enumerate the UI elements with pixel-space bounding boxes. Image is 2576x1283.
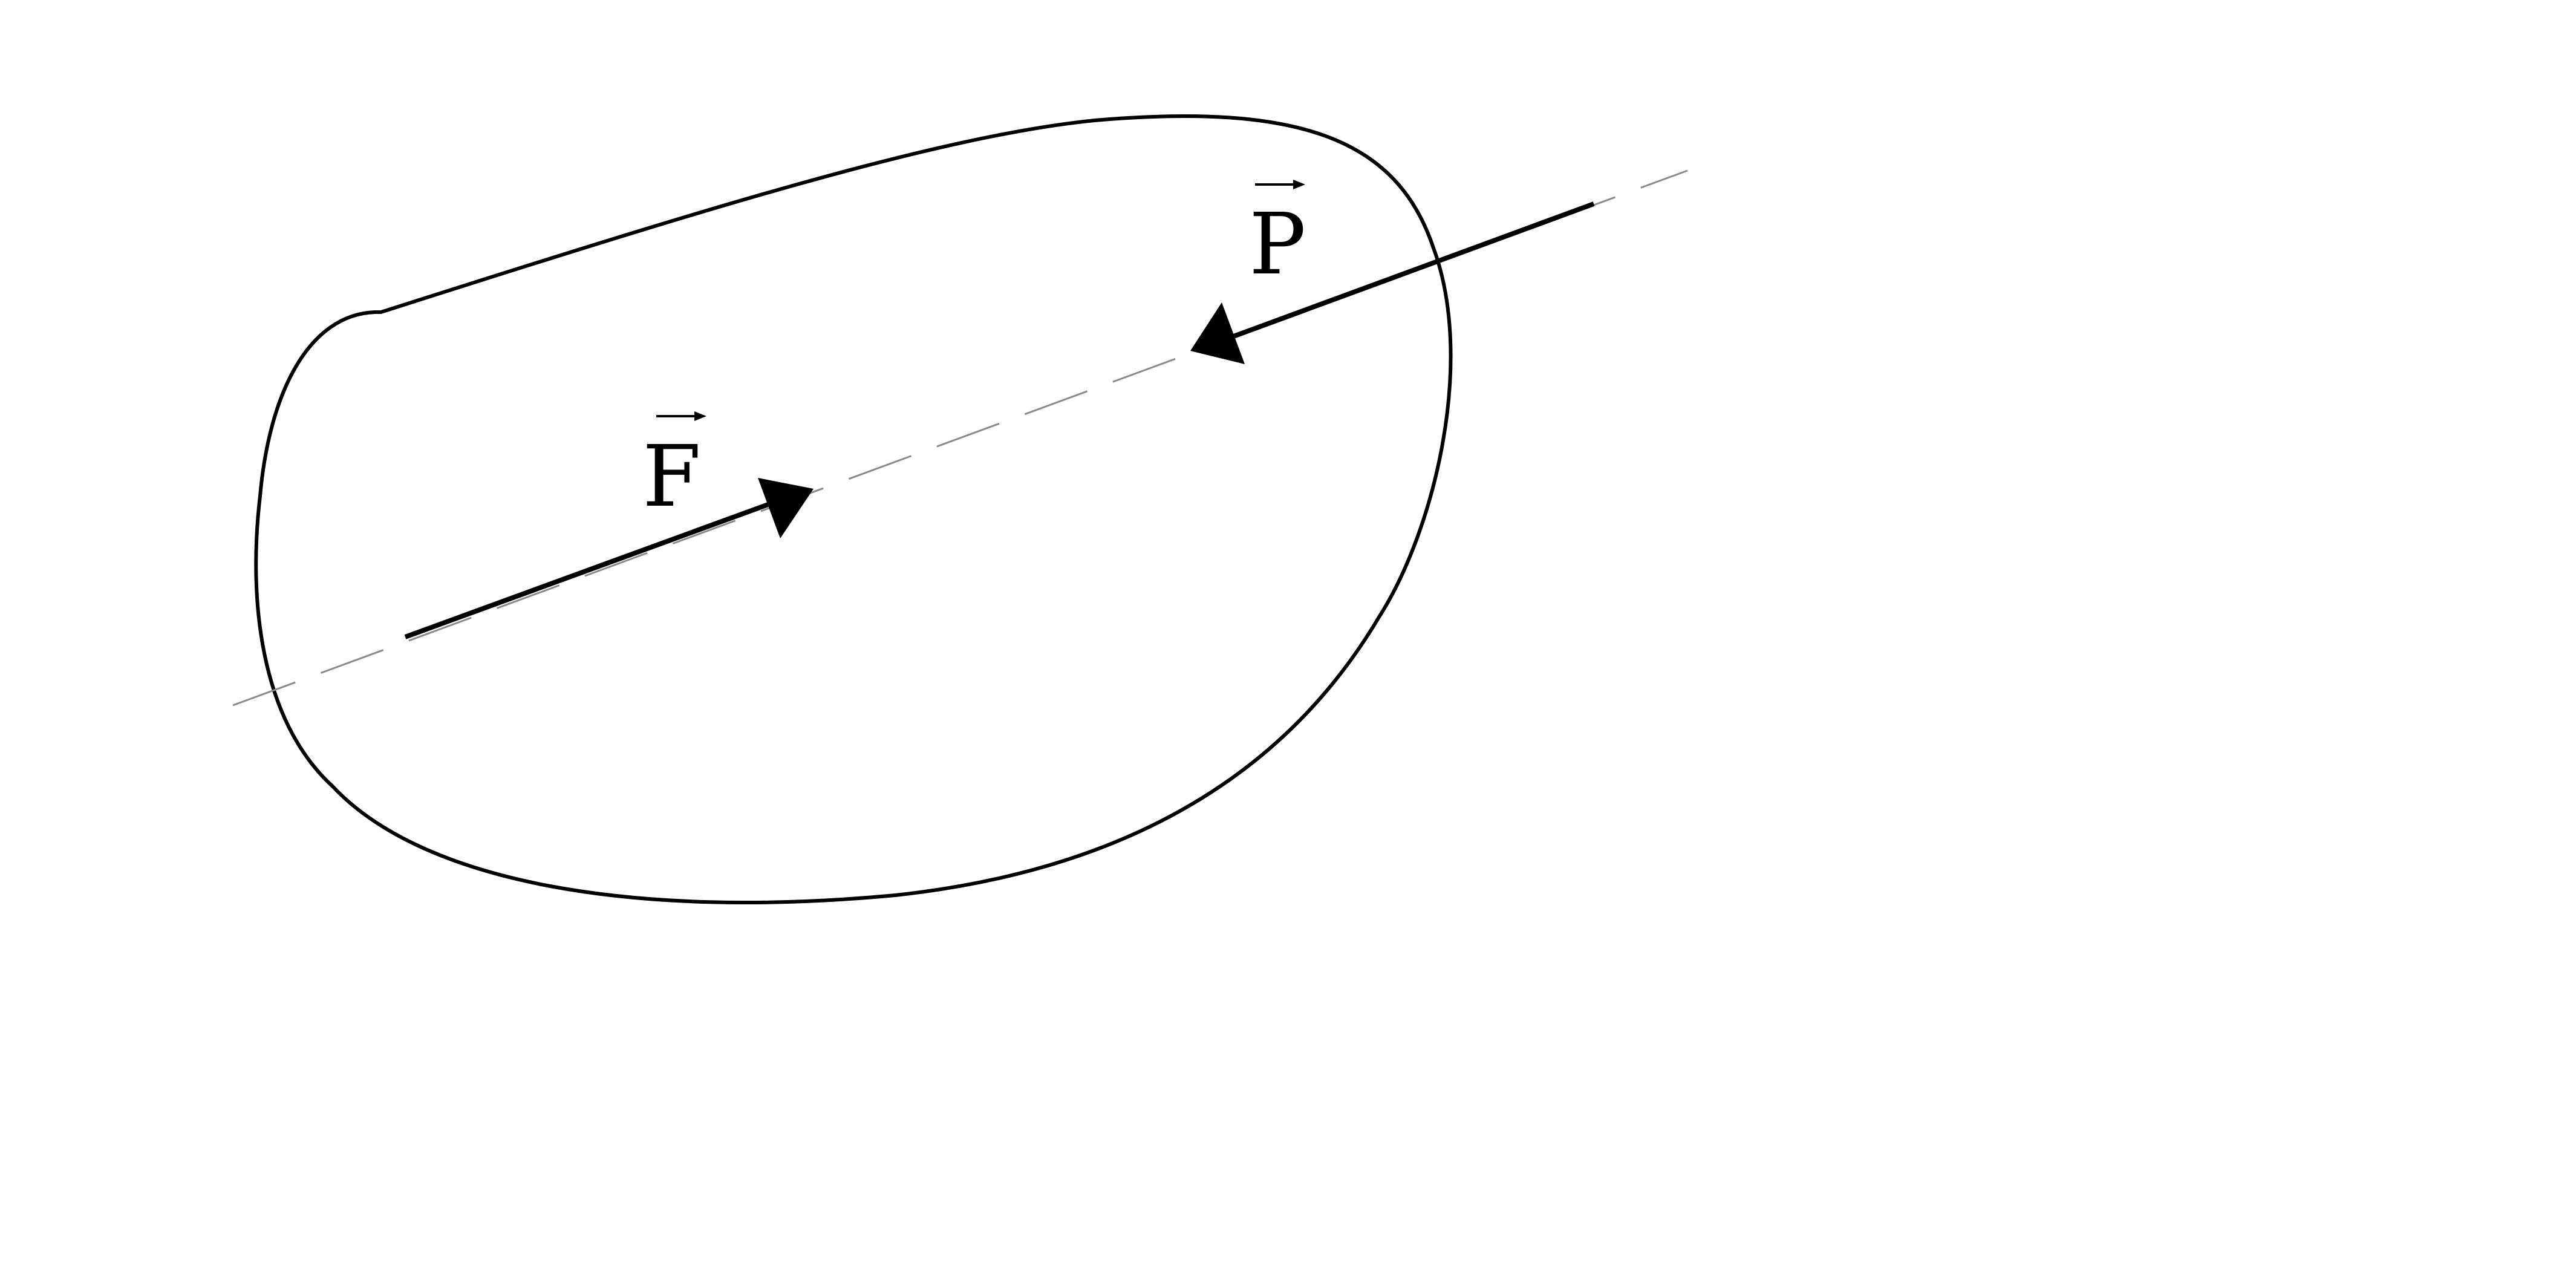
label-f-group: F	[642, 411, 706, 526]
line-of-action	[232, 169, 1688, 707]
rigid-body-outline	[254, 114, 1453, 904]
label-p-group: P	[1249, 180, 1306, 294]
force-p-label: P	[1249, 195, 1306, 294]
force-f-arrowhead	[758, 478, 814, 538]
force-p-shaft	[1218, 201, 1595, 344]
force-f-shaft	[404, 495, 787, 639]
vector-arrowhead-icon	[694, 411, 706, 421]
force-f-label: F	[642, 428, 701, 526]
force-p-arrowhead	[1190, 302, 1245, 364]
vector-arrowhead-icon	[1293, 180, 1305, 189]
